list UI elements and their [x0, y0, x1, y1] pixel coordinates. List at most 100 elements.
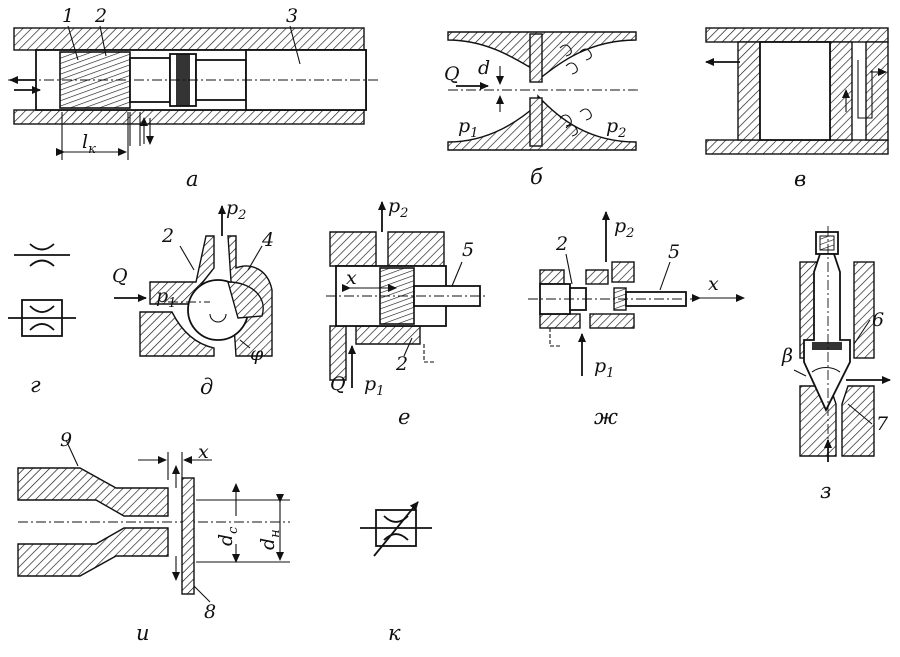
phi-leader — [239, 339, 251, 349]
label-4: 4 — [261, 229, 274, 251]
pressure-p1: p1 — [594, 355, 614, 381]
flow-Q: Q — [444, 63, 460, 85]
flow-Q: Q — [112, 265, 128, 287]
vortex-bottom — [559, 108, 592, 137]
housing-bottom-a — [539, 313, 581, 329]
angle-phi: φ — [250, 343, 264, 365]
leader-2 — [403, 337, 413, 357]
pressure-p1: p1 — [458, 115, 478, 141]
nozzle-bottom-wall — [17, 527, 169, 577]
needle-seal — [812, 342, 842, 350]
panel-z-needle: β 6 7 з — [781, 226, 891, 503]
panel-e-spool: x p2 Q p1 5 2 е — [326, 195, 488, 429]
channel-path — [857, 60, 873, 119]
leader-8 — [193, 585, 211, 603]
leader-3 — [289, 25, 301, 65]
housing-top-c — [611, 261, 635, 283]
label-2: 2 — [161, 225, 174, 247]
housing-bottom-b — [589, 313, 635, 329]
label-2: 2 — [555, 233, 568, 255]
gap-x: x — [198, 441, 209, 463]
leader-5 — [659, 261, 671, 291]
leader-2 — [565, 253, 573, 285]
caption-zh: ж — [594, 405, 618, 429]
stroke-x: x — [346, 267, 357, 289]
panel-v-sleeve: в — [705, 27, 889, 191]
label-2: 2 — [395, 353, 408, 375]
sleeve-right-web — [829, 41, 853, 141]
caption-a: а — [186, 167, 199, 191]
sleeve-right-outer — [865, 41, 889, 141]
housing-top-right — [387, 231, 445, 267]
sleeve-chamber — [759, 41, 831, 141]
angle-beta: β — [781, 345, 793, 367]
drain-line — [423, 344, 436, 363]
housing-top-wall — [13, 27, 365, 51]
panel-a-screw-throttle: lк 1 2 3 а — [8, 5, 380, 191]
caption-e: е — [398, 405, 410, 429]
diaphragm-top — [529, 33, 543, 83]
label-2: 2 — [94, 5, 107, 27]
lk-label: lк — [82, 131, 96, 157]
caption-i: и — [136, 621, 150, 645]
label-5: 5 — [668, 241, 680, 263]
diameter-d: d — [478, 57, 490, 79]
body-right-upper — [853, 261, 875, 359]
rotation-indicator — [209, 313, 227, 323]
leader-6 — [853, 319, 871, 345]
panel-d-rotary: Q p1 p2 2 4 φ д — [112, 197, 274, 399]
pressure-p2: p2 — [388, 195, 408, 221]
flow-Q: Q — [330, 373, 346, 395]
leader-1 — [67, 25, 79, 61]
label-7: 7 — [876, 413, 889, 435]
label-1: 1 — [62, 5, 74, 27]
diaphragm-bottom — [529, 97, 543, 147]
leader-2 — [99, 25, 107, 57]
box-symbol — [29, 305, 55, 331]
diameter-dc: dc — [215, 526, 241, 546]
panel-zh-double-spool: p2 p1 x 5 2 ж — [528, 211, 745, 429]
pressure-p2: p2 — [606, 115, 626, 141]
caption-d: д — [200, 375, 213, 399]
panel-k-adjustable-symbol: к — [360, 501, 432, 645]
panel-g-symbols: г — [8, 243, 76, 397]
adjust-arrow — [373, 501, 419, 557]
throttle-symbol — [29, 243, 55, 267]
caption-z: з — [820, 479, 831, 503]
housing-top-left — [329, 231, 377, 267]
caption-k: к — [388, 621, 401, 645]
leader-2 — [179, 245, 195, 271]
beta-leader — [793, 369, 807, 377]
leader-5 — [451, 261, 463, 287]
leader-9 — [65, 439, 79, 467]
body-right-lower — [841, 385, 875, 457]
leader-4 — [247, 245, 263, 271]
panel-i-nozzle-flapper: x dc dн 9 8 и — [17, 429, 290, 645]
plug-cutout — [227, 281, 264, 319]
panel-b-orifice: Q d p1 p2 б — [444, 31, 640, 189]
caption-v: в — [794, 167, 806, 191]
housing-bottom-left — [329, 325, 347, 381]
body-lower — [139, 311, 215, 357]
pressure-p2: p2 — [614, 215, 634, 241]
label-5: 5 — [462, 239, 474, 261]
label-8: 8 — [204, 601, 216, 623]
pressure-p2: p2 — [226, 197, 246, 223]
pressure-p1: p1 — [364, 373, 384, 399]
pressure-p1: p1 — [156, 285, 176, 311]
drain-line — [549, 328, 562, 347]
flapper-plate — [181, 477, 195, 595]
housing-bottom-wall — [13, 109, 365, 125]
needle-cone-arc — [811, 366, 841, 373]
vortex-top — [559, 44, 592, 75]
nozzle-top-wall — [17, 467, 169, 517]
sleeve-left-web — [737, 41, 761, 141]
label-6: 6 — [872, 309, 884, 331]
housing-top-b — [585, 269, 609, 285]
stroke-x: x — [708, 273, 719, 295]
caption-g: г — [30, 373, 41, 397]
label-9: 9 — [60, 429, 72, 451]
sleeve-bottom-wall — [705, 139, 889, 155]
